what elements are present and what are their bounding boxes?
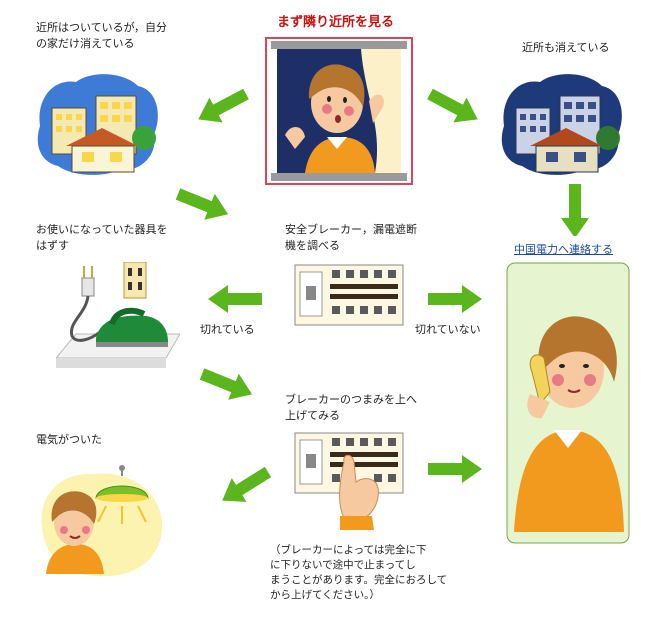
arrow-to-power-on [214, 464, 276, 513]
woman-on-phone-icon [506, 262, 630, 544]
label-power-on: 電気がついた [36, 433, 102, 446]
arrow-to-houses-dark [423, 82, 485, 132]
label-only-my-house: 近所はついているが，自分 の家だけ消えている [36, 21, 168, 50]
label-raise-lever: ブレーカーのつまみを上へ 上げてみる [285, 393, 417, 422]
breaker-hand-icon [294, 432, 404, 532]
arrow-down-to-contact [561, 184, 589, 236]
arrow-to-check-breaker [172, 186, 234, 228]
label-neighbors-off: 近所も消えている [522, 41, 610, 54]
label-check-breaker: 安全ブレーカー，漏電遮断 機を調べる [285, 223, 417, 252]
houses-lit-icon [32, 68, 164, 180]
contact-chugoku-electric-link[interactable]: 中国電力へ連絡する [514, 243, 613, 256]
iron-unplugged-icon [56, 262, 180, 372]
label-unplug: お使いになっていた器具を はずす [36, 223, 168, 252]
label-tripped: 切れている [200, 323, 255, 336]
houses-dark-icon [496, 68, 628, 180]
arrow-to-houses-lit [191, 82, 253, 132]
arrow-tripped [208, 285, 262, 313]
woman-at-window-icon [265, 37, 413, 185]
label-not-tripped: 切れていない [415, 323, 481, 336]
diagram-title: まず隣り近所を見る [277, 15, 395, 30]
arrow-not-tripped [428, 285, 482, 313]
arrow-raise-failed-to-contact [428, 455, 482, 483]
woman-lamp-icon [36, 462, 166, 580]
label-breaker-note: （ブレーカーによっては完全に下 に下りないで途中で止まってし まうことがあります… [270, 544, 448, 601]
breaker-panel-icon [294, 264, 404, 326]
arrow-to-raise-lever [196, 366, 258, 408]
